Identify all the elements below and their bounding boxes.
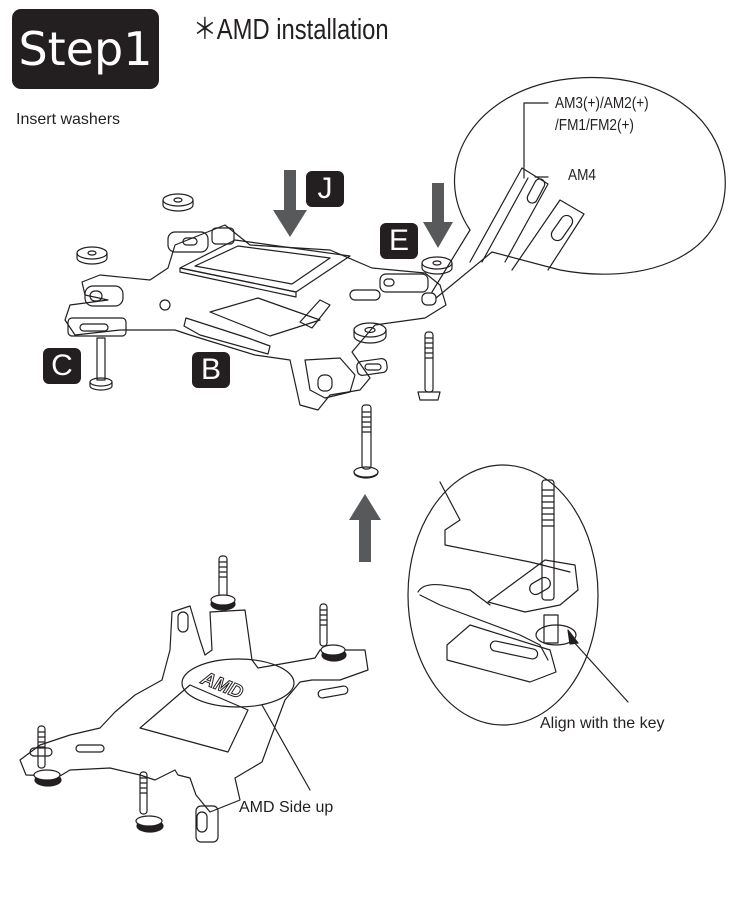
part-label-b: B bbox=[192, 352, 230, 388]
mount-slot bbox=[79, 323, 109, 332]
part-label-c: C bbox=[43, 348, 81, 384]
leader-line-am3 bbox=[523, 102, 549, 179]
raised-rail bbox=[183, 317, 271, 355]
thumb-screw-stud bbox=[135, 771, 164, 833]
backplate-b bbox=[64, 224, 447, 411]
mount-slot bbox=[196, 811, 208, 833]
callout-amd-side-up: AMD Side up bbox=[239, 799, 334, 816]
mount-slot bbox=[177, 611, 189, 633]
washer bbox=[76, 246, 108, 265]
mount-slot bbox=[421, 292, 437, 306]
mount-slot bbox=[317, 374, 333, 392]
callout-am4: AM4 bbox=[568, 167, 596, 184]
thermal-pad-j bbox=[179, 239, 351, 298]
page-title: ＊AMD installation bbox=[193, 14, 389, 46]
callout-fm1-fm2: /FM1/FM2(+) bbox=[555, 117, 634, 134]
screw-c bbox=[89, 337, 113, 391]
key-alignment-magnifier bbox=[407, 464, 629, 726]
leader-line-side-up bbox=[261, 704, 311, 791]
amd-backplate bbox=[19, 555, 369, 843]
thumb-screw-stud bbox=[210, 555, 236, 611]
thumb-screw-stud bbox=[319, 603, 347, 662]
step-instruction: Insert washers bbox=[16, 111, 121, 128]
mount-slot bbox=[29, 747, 53, 757]
socket-detail-magnifier bbox=[431, 76, 726, 299]
mount-slot bbox=[75, 744, 105, 753]
mount-slot bbox=[317, 685, 349, 699]
part-label-e: E bbox=[380, 223, 418, 259]
mount-slot bbox=[526, 178, 546, 204]
leader-line-key bbox=[571, 639, 629, 703]
callout-align-key: Align with the key bbox=[540, 715, 665, 732]
down-arrow bbox=[273, 170, 307, 237]
mount-slot bbox=[550, 214, 574, 242]
screw bbox=[417, 331, 441, 401]
up-arrow bbox=[349, 494, 381, 562]
raised-rail bbox=[299, 299, 331, 329]
callout-am3-am2: AM3(+)/AM2(+) bbox=[555, 95, 649, 112]
washer bbox=[162, 193, 194, 212]
down-arrow bbox=[423, 183, 453, 248]
thumb-screw-stud bbox=[33, 725, 62, 787]
washer bbox=[421, 256, 453, 275]
part-label-j: J bbox=[306, 171, 344, 207]
mount-slot bbox=[489, 640, 539, 660]
washer bbox=[353, 322, 387, 344]
step-badge: Step1 bbox=[12, 9, 159, 89]
amd-logo-oval bbox=[181, 658, 295, 708]
screw bbox=[353, 404, 379, 479]
